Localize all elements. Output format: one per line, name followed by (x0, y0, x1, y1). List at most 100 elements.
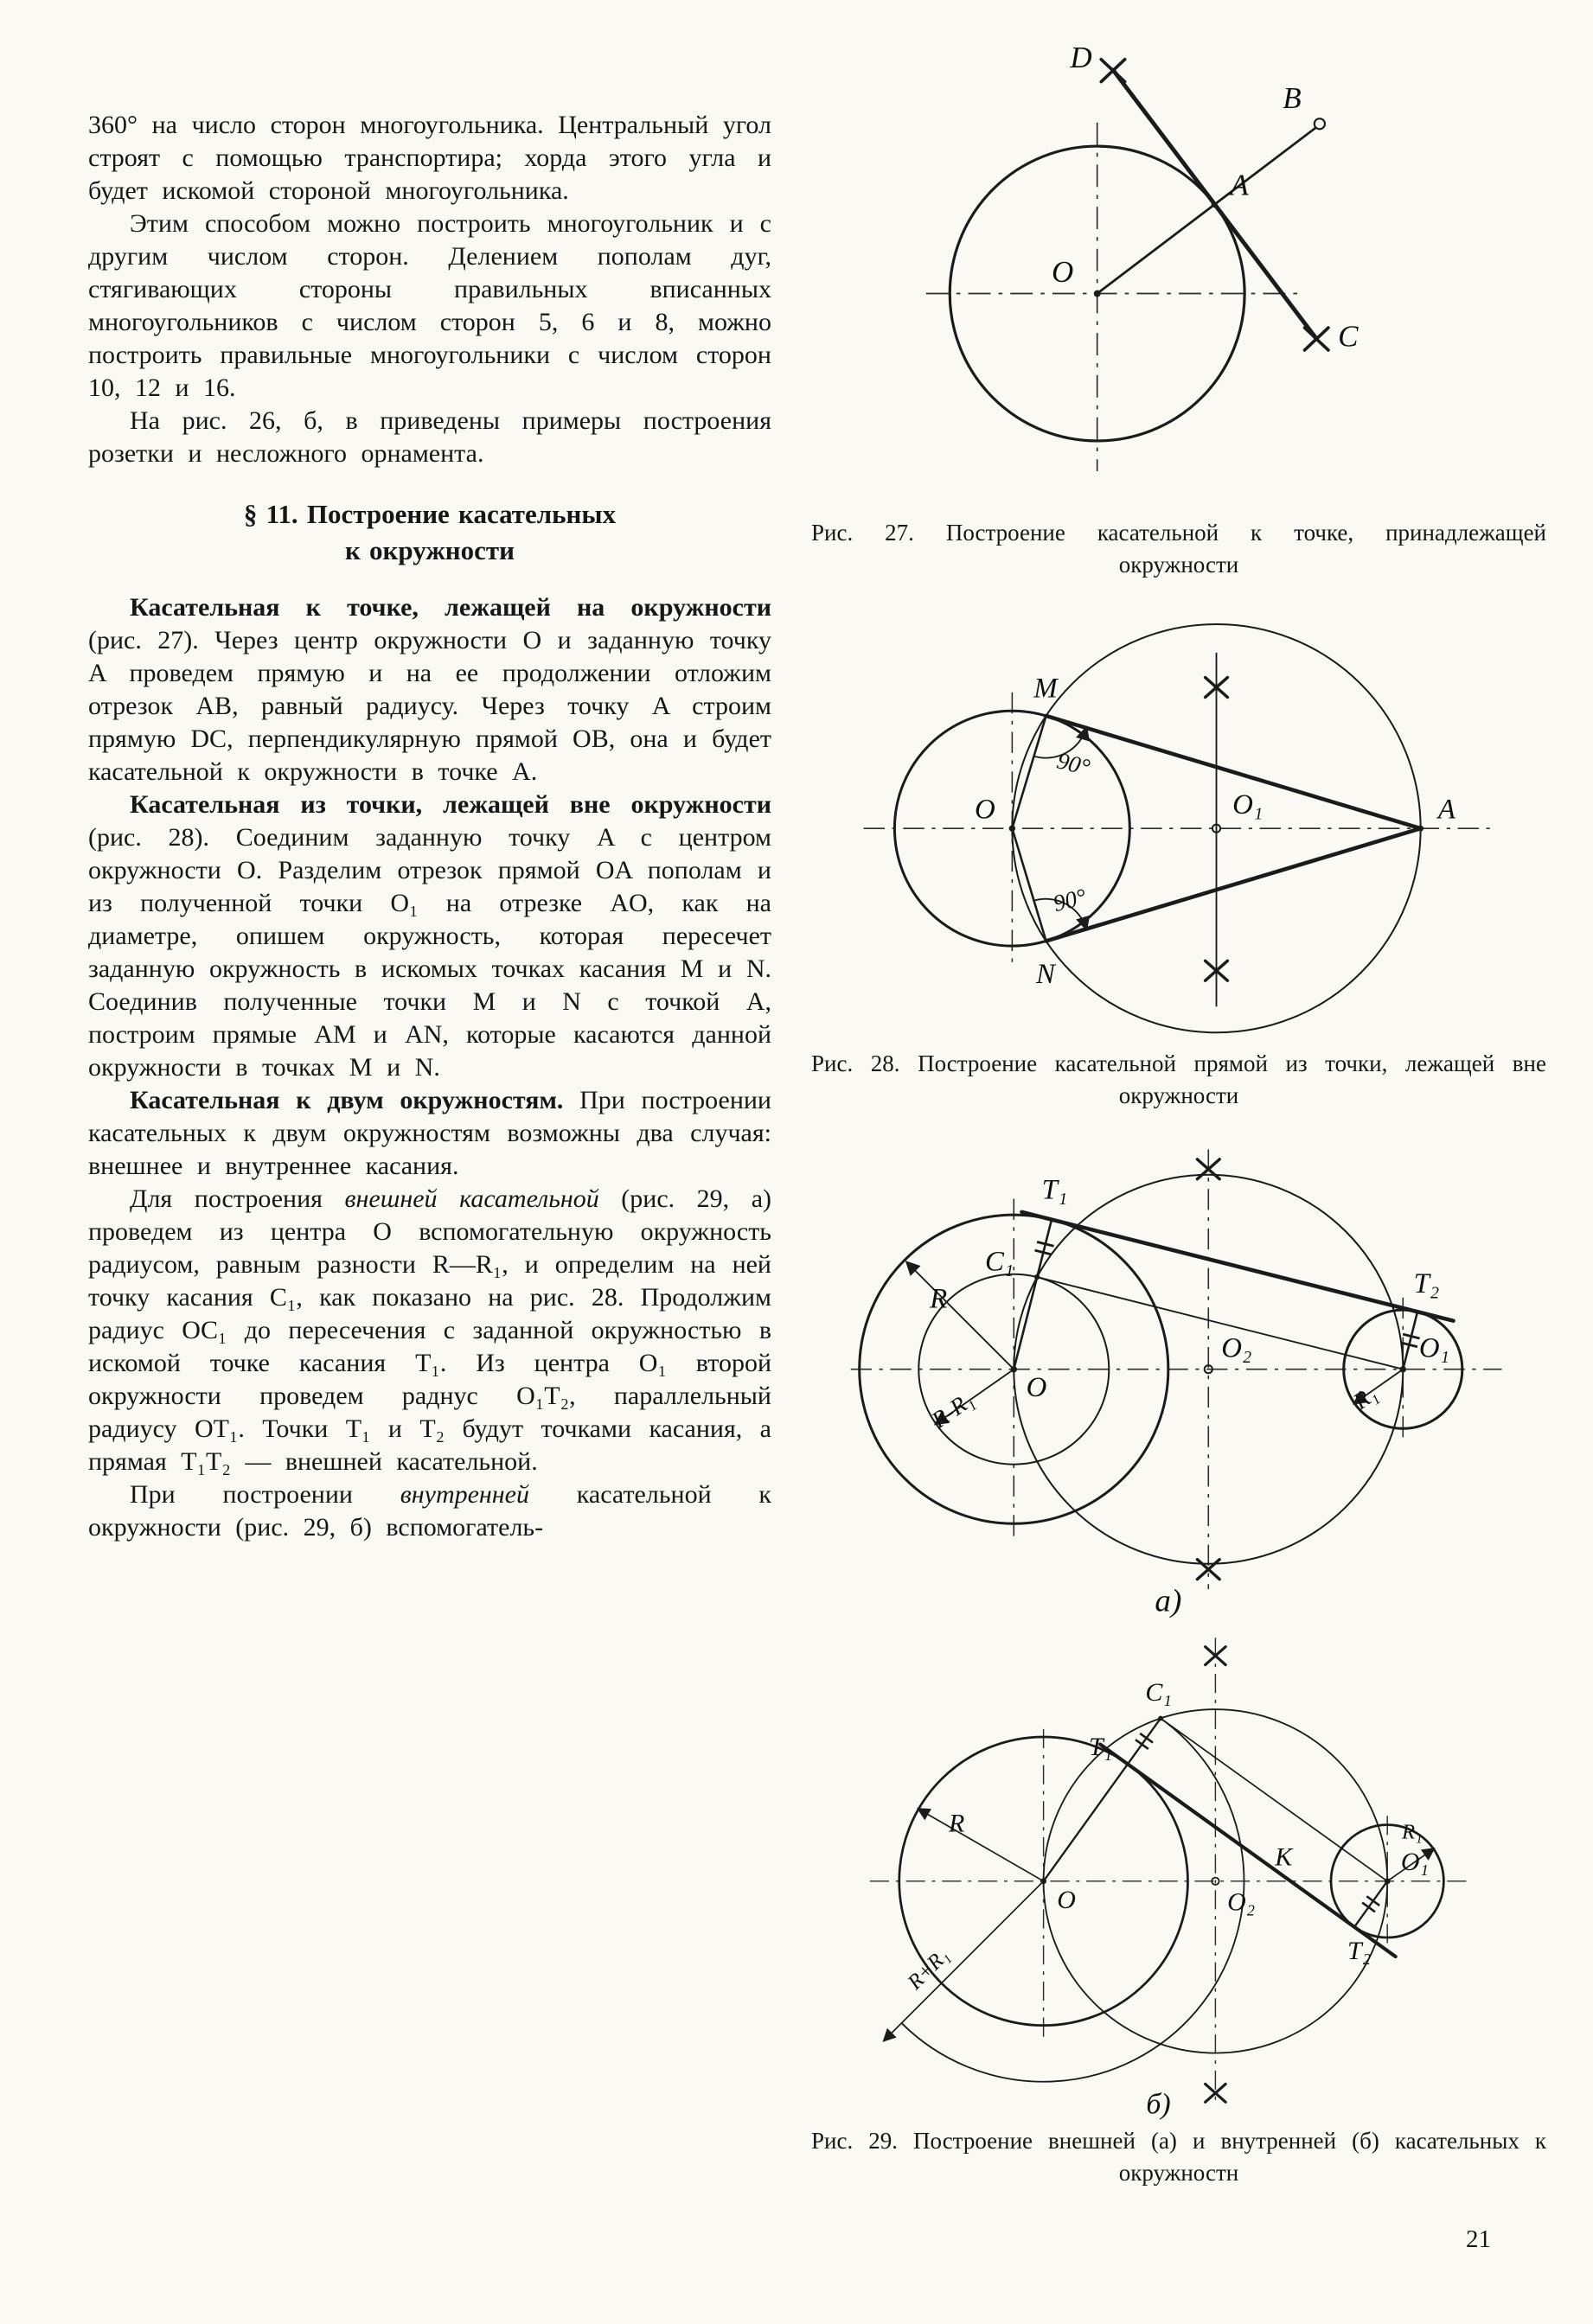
paragraph-text-italic: внешней касательной (344, 1184, 599, 1213)
label-point-d: D (1069, 41, 1091, 74)
fig28-labels: M N O O₁ A 90° 90° (975, 673, 1456, 990)
section-heading-line2: к окружности (344, 535, 515, 565)
internal-tangent-t1-t2 (1098, 1742, 1398, 1959)
fig29b-labels: C₁ T₁ R O O₂ K R₁ O₁ T₂ R+R₁ б) (903, 1678, 1429, 2120)
paragraph-lead-bold: Касательная из точки, лежащей вне окружн… (130, 790, 771, 819)
figure-27: D B A O C (873, 41, 1479, 484)
fig28-centerlines (863, 692, 1498, 967)
point-c1-marker (1034, 1274, 1040, 1280)
label-point-c: C (1338, 319, 1359, 353)
figure-28-caption: Рис. 28. Построение касательной прямой и… (811, 1050, 1546, 1108)
equal-ticks-o1-t2 (1361, 1895, 1380, 1913)
paragraph: Касательная к двум окружностям. При пост… (88, 1084, 771, 1183)
label-point-t1: T₁ (1089, 1733, 1112, 1761)
figure-column: D B A O C Рис. 27. Построение касательно… (804, 0, 1557, 2324)
construction-x-mark-top (1195, 1158, 1221, 1181)
subfigure-label-b: б) (1146, 2088, 1170, 2120)
paragraph: При построении внутренней касательной к … (88, 1478, 771, 1544)
label-point-a: A (1436, 795, 1456, 826)
radius-r1-arrow (1352, 1368, 1404, 1405)
paragraph-text: Для построения (130, 1184, 345, 1213)
figure-27-caption: Рис. 27. Построение касательной к точке,… (811, 520, 1546, 578)
paragraph-continuation: 360° на число сторон многоугольника. Цен… (88, 111, 771, 205)
paragraph-text: касательной к окружности (рис. 29, б) вс… (88, 1480, 771, 1542)
main-circle (892, 709, 1131, 948)
fig27-labels: D B A O C (1052, 41, 1359, 354)
label-angle-90-top: 90° (1054, 747, 1092, 780)
point-o2-marker (1211, 1876, 1220, 1886)
label-point-k: K (1274, 1843, 1294, 1872)
paragraph-lead-bold: Касательная к двум окружностям. (130, 1086, 564, 1114)
label-point-t1: T₁ (1042, 1175, 1068, 1206)
radius-o-n (1011, 827, 1047, 942)
point-o-marker (1040, 1878, 1046, 1885)
label-radius-r: R (948, 1809, 964, 1837)
paragraph-text: При построении (130, 1480, 400, 1509)
figure-29b-drawing: C₁ T₁ R O O₂ K R₁ O₁ T₂ R+R₁ б) (869, 1638, 1470, 2120)
label-point-t2: T₂ (1347, 1937, 1371, 1965)
tangent-line-a-n (1044, 826, 1423, 943)
label-point-o: O (1027, 1372, 1047, 1403)
point-a-marker (1211, 201, 1218, 208)
line-o1-t2 (1402, 1311, 1419, 1370)
paragraph: Для построения внешней касательной (рис.… (88, 1183, 771, 1478)
line-o-b (1096, 126, 1317, 295)
label-point-o1: O₁ (1232, 789, 1263, 820)
label-radius-r: R (929, 1283, 947, 1314)
label-point-o: O (975, 795, 995, 826)
point-o-marker (1010, 1365, 1018, 1373)
construction-x-mark-c (1302, 326, 1330, 352)
label-point-o2: O₂ (1227, 1888, 1255, 1917)
radius-r-minus-r1-arrow (933, 1368, 1014, 1426)
point-a-marker (1417, 825, 1424, 832)
section-heading-line1: § 11. Построение касательных (243, 499, 617, 529)
section-heading: § 11. Построение касательных к окружност… (88, 496, 771, 569)
label-radius-r1: R₁ (1401, 1820, 1423, 1843)
radius-o-m (1011, 715, 1047, 829)
point-o1-marker (1211, 823, 1222, 833)
text-column: 360° на число сторон многоугольника. Цен… (88, 109, 771, 1544)
line-o1-t2 (1353, 1880, 1389, 1928)
paragraph-text: (рис. 29, а) проведем из центра O вспомо… (88, 1184, 772, 1476)
label-radius-r-minus-r1: R-R₁ (926, 1387, 978, 1434)
label-point-m: M (1033, 673, 1059, 704)
point-o-marker (1093, 290, 1101, 297)
label-point-c1: C₁ (985, 1246, 1014, 1277)
label-point-c1: C₁ (1145, 1678, 1171, 1707)
line-c1-o1 (1036, 1276, 1404, 1370)
construction-x-mark-top (1204, 1645, 1227, 1667)
paragraph: Касательная к точке, лежащей на окружнос… (88, 591, 771, 788)
large-circle (858, 1213, 1170, 1525)
label-angle-90-bottom: 90° (1051, 884, 1089, 916)
line-o-c1-t1 (1013, 1219, 1053, 1370)
label-point-o1: O₁ (1419, 1332, 1449, 1363)
point-c1-marker (1158, 1715, 1163, 1721)
figure-29a: T₁ C₁ T₂ R O O₂ O₁ R₁ R-R₁ а) (828, 1122, 1520, 1619)
construction-x-mark-d (1099, 57, 1127, 84)
paragraph: Касательная из точки, лежащей вне окружн… (88, 788, 771, 1084)
figure-28-drawing: M N O O₁ A 90° 90° (863, 623, 1498, 1034)
paragraph-text-italic: внутренней (400, 1480, 530, 1509)
point-b-marker (1313, 118, 1327, 131)
label-radius-r1: R₁ (1347, 1381, 1381, 1415)
construction-x-mark-top (1203, 675, 1230, 699)
radius-r-arrow (905, 1261, 1014, 1370)
right-angle-arc-n (1033, 897, 1091, 932)
equal-ticks-o1-t2 (1400, 1332, 1420, 1349)
point-o1-marker (1399, 1365, 1406, 1373)
label-point-o: O (1057, 1886, 1076, 1914)
construction-x-mark-bottom (1195, 1557, 1221, 1581)
radius-r-arrow (916, 1808, 1045, 1882)
auxiliary-arc-r-plus-r1 (900, 1717, 1245, 2083)
small-circle (1329, 1823, 1445, 1939)
equal-ticks-c1-t1 (1034, 1241, 1054, 1256)
point-o2-marker (1203, 1364, 1213, 1375)
page-number: 21 (1466, 2225, 1491, 2253)
paragraph-text: При построении касательных к двум окружн… (88, 1086, 771, 1180)
point-o-marker (1008, 825, 1016, 832)
radius-r-plus-r1-arrow (882, 1880, 1045, 2042)
subfigure-label-a: а) (1155, 1584, 1181, 1619)
figure-27-drawing: D B A O C (925, 41, 1359, 471)
radius-r1-arrow (1386, 1847, 1436, 1882)
label-point-a: A (1228, 168, 1249, 201)
